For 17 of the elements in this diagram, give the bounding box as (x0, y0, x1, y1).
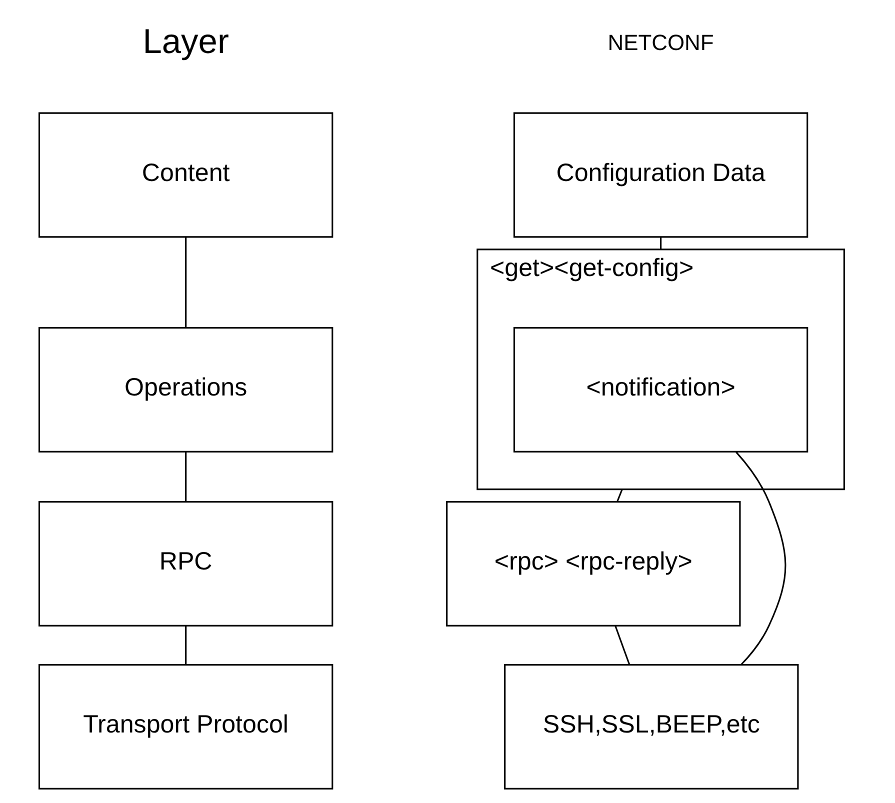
node-box: <rpc> <rpc-reply> (446, 501, 740, 626)
node-box: Content (38, 112, 333, 238)
connector (616, 489, 622, 502)
node-box: SSH,SSL,BEEP,etc (504, 664, 798, 790)
node-box: <notification> (512, 327, 808, 452)
label: Layer (142, 22, 228, 61)
connector (735, 452, 786, 666)
connector (184, 237, 186, 328)
connector (184, 626, 186, 665)
node-box: Configuration Data (512, 112, 808, 238)
label: NETCONF (607, 30, 714, 55)
node-box: Operations (38, 327, 333, 452)
node-box: Transport Protocol (38, 664, 333, 790)
node-box: RPC (38, 501, 333, 626)
connector (660, 237, 662, 250)
connector (184, 452, 186, 502)
connector (614, 625, 630, 665)
